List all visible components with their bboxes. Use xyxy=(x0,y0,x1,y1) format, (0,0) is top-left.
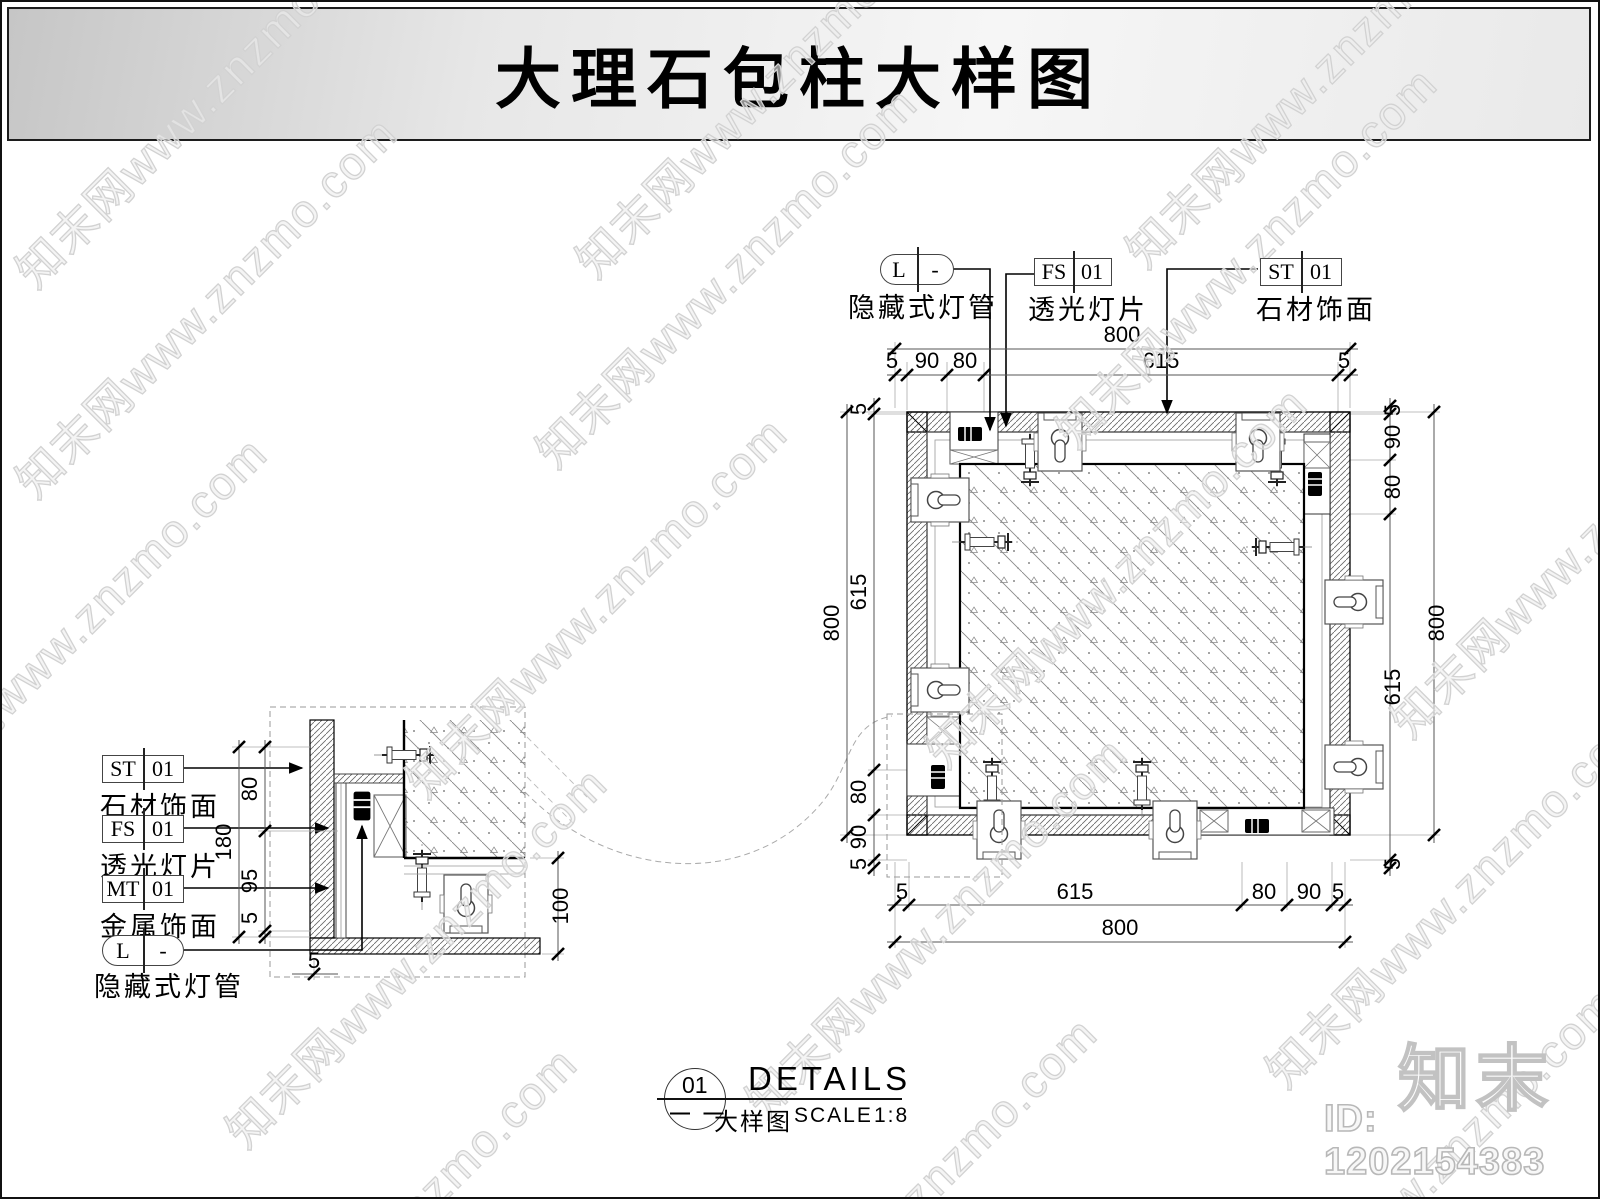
dim-label: 80 xyxy=(237,777,262,801)
site-logo: 知末 xyxy=(1397,1039,1555,1121)
callout-tag-st-plan: ST 01 xyxy=(1260,251,1342,293)
tag-number: 01 xyxy=(1310,259,1332,284)
light-icon xyxy=(1244,818,1270,834)
callout-tag-l-plan: L - xyxy=(880,247,954,292)
callout-tag-fs-plan: FS 01 xyxy=(1034,251,1112,293)
dim-label: 615 xyxy=(1143,348,1180,373)
detail-number: 01 xyxy=(682,1072,708,1098)
detail-concrete xyxy=(402,720,588,860)
detail-number-dash: — — xyxy=(670,1102,728,1124)
callout-label: 隐藏式灯管 xyxy=(848,293,998,323)
dim-label: 80 xyxy=(1380,475,1405,499)
dim-label: 5 xyxy=(237,912,262,924)
detail-stone-soffit-return xyxy=(333,773,405,784)
callout-label: 石材饰面 xyxy=(1256,295,1376,325)
dim-label: 800 xyxy=(1104,322,1141,347)
dim-label: 90 xyxy=(1380,425,1405,449)
tag-divider xyxy=(1301,251,1303,293)
tag-code: FS xyxy=(110,816,136,841)
tag-divider xyxy=(1073,251,1075,293)
callout-label: 透光灯片 xyxy=(1028,295,1148,325)
tag-divider xyxy=(143,808,145,850)
dim-label: 180 xyxy=(211,824,236,861)
title-block-name-en: DETAILS xyxy=(748,1060,912,1097)
callout-tag-mt: MT 01 xyxy=(102,868,184,910)
callout-tag-st: ST 01 xyxy=(102,748,184,790)
dim-label: 5 xyxy=(308,948,320,973)
dim-label: 800 xyxy=(819,605,844,642)
light-icon xyxy=(957,426,983,442)
tag-number: 01 xyxy=(152,756,174,781)
dim-label: 5 xyxy=(1380,404,1405,416)
tag-code: L xyxy=(892,256,906,282)
plan-drawing: 800 5 90 80 615 5 800 5 615 80 90 5 5 90… xyxy=(524,268,1449,950)
detail-reference-curve xyxy=(524,715,893,864)
tag-number: 01 xyxy=(1081,259,1103,284)
callout-tag-l: L - xyxy=(102,928,184,973)
detail-extension-lines xyxy=(232,746,564,980)
plan-detail-reference-box xyxy=(886,713,1003,878)
dim-label: 80 xyxy=(953,348,977,373)
dim-label: 615 xyxy=(1380,669,1405,706)
dim-label: 5 xyxy=(886,348,898,373)
scale-label: SCALE xyxy=(794,1104,873,1127)
detail-light-symbol xyxy=(352,790,372,822)
tag-code: ST xyxy=(110,756,136,781)
dim-label: 615 xyxy=(1057,879,1094,904)
dim-label: 800 xyxy=(1424,605,1449,642)
detail-blocking xyxy=(373,794,407,858)
dim-label: 80 xyxy=(846,780,871,804)
dim-label: 615 xyxy=(846,574,871,611)
sheet-title: 大理石包柱大样图 xyxy=(495,42,1103,116)
plan-dimension-lines xyxy=(846,348,1435,943)
detail-bottom-furring xyxy=(404,865,525,875)
tag-code: FS xyxy=(1041,259,1067,284)
dim-label: 5 xyxy=(846,858,871,870)
light-icon xyxy=(352,790,372,822)
tag-code: ST xyxy=(1268,259,1294,284)
callout-label: 隐藏式灯管 xyxy=(94,972,244,1002)
light-icon xyxy=(1307,471,1323,497)
plan-dimension-labels: 800 5 90 80 615 5 800 5 615 80 90 5 5 90… xyxy=(819,322,1449,940)
dim-label: 5 xyxy=(1380,858,1405,870)
tag-divider xyxy=(143,868,145,910)
tag-code: L xyxy=(116,937,130,963)
sheet-title-bar: 大理石包柱大样图 xyxy=(7,7,1591,141)
dim-label: 5 xyxy=(896,879,908,904)
dim-label: 90 xyxy=(915,348,939,373)
title-block-line xyxy=(657,1098,902,1100)
callout-tag-fs: FS 01 xyxy=(102,808,184,850)
light-icon xyxy=(930,764,946,790)
detail-dimension-labels: 180 80 95 5 100 5 xyxy=(211,777,573,973)
plan-concrete-column xyxy=(958,462,1306,810)
tag-number: 01 xyxy=(152,816,174,841)
dim-label: 90 xyxy=(1297,879,1321,904)
tag-number: 01 xyxy=(152,876,174,901)
dim-label: 95 xyxy=(237,869,262,893)
detail-dimension-lines xyxy=(238,740,559,975)
detail-keyhole-bracket xyxy=(439,874,493,934)
tag-number: - xyxy=(159,937,167,963)
title-block-name-cn: 大样图 xyxy=(714,1109,792,1136)
drawing-id: ID: 1202154383 xyxy=(1323,1097,1546,1184)
detail-stone-panel-vertical xyxy=(309,719,335,939)
scale-value: 1:8 xyxy=(874,1104,910,1127)
dim-label: 80 xyxy=(1252,879,1276,904)
detail-callout-leaders xyxy=(184,762,368,951)
dim-label: 100 xyxy=(548,888,573,925)
tag-divider xyxy=(143,748,145,790)
tag-code: MT xyxy=(106,876,140,901)
tag-divider xyxy=(143,928,145,973)
tag-number: - xyxy=(931,256,939,282)
dim-label: 5 xyxy=(846,403,871,415)
dim-label: 800 xyxy=(1102,915,1139,940)
dim-label: 90 xyxy=(846,825,871,849)
corner-detail-drawing: 180 80 95 5 100 5 xyxy=(184,706,588,982)
dim-label: 5 xyxy=(1332,879,1344,904)
dim-label: 5 xyxy=(1338,348,1350,373)
tag-divider xyxy=(917,247,919,292)
detail-stone-panel-bottom xyxy=(309,937,541,955)
